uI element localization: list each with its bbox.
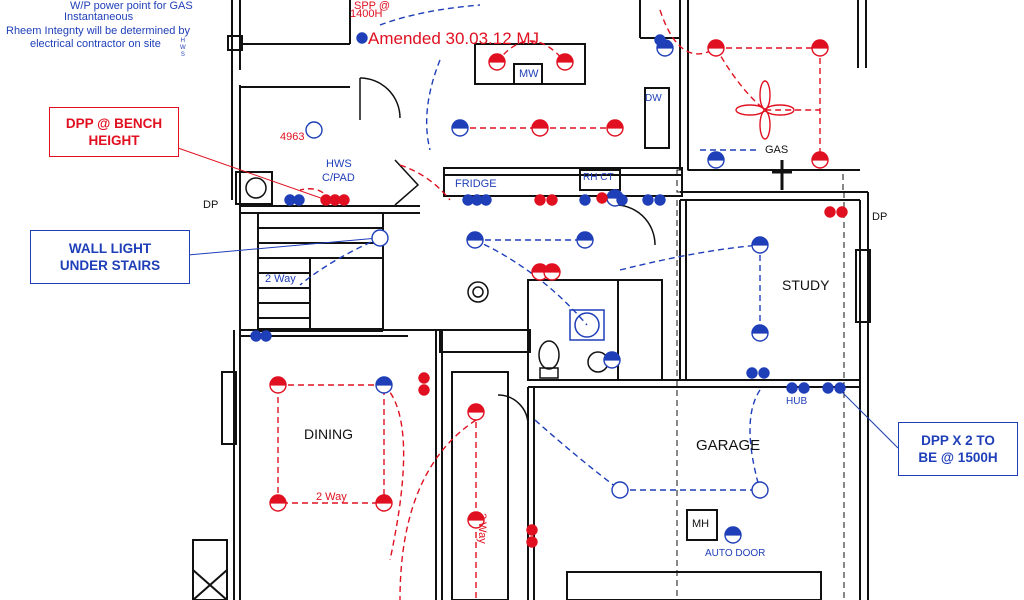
callout-wall-light: WALL LIGHT UNDER STAIRS [30,230,190,284]
light-point [611,481,629,499]
light-point [811,39,829,57]
light-point [834,382,846,394]
room-study: STUDY [782,277,830,293]
light-point [480,194,492,206]
light-point [466,231,484,249]
light-point [543,263,561,281]
light-point [836,206,848,218]
light-point [418,384,430,396]
note-instantaneous: Instantaneous [64,11,134,23]
gas-marker [772,160,792,190]
light-point [606,119,624,137]
label-gas: GAS [765,144,789,156]
door-swings [359,77,656,426]
light-point [556,53,574,71]
ceiling-fan-symbol [735,80,795,140]
callout-dpp-x2-text: DPP X 2 TO BE @ 1500H [918,433,998,465]
light-point [451,119,469,137]
label-auto-door: AUTO DOOR [705,548,766,559]
light-point [746,367,758,379]
light-point [250,330,262,342]
light-point [371,229,389,247]
light-point [811,151,829,169]
light-points [250,32,848,548]
wiring-red [277,9,821,600]
light-point [338,194,350,206]
label-rh-ct: RH CT [583,172,614,183]
note-wp-power: W/P power point for GAS [70,0,193,12]
callout-dpp-bench: DPP @ BENCH HEIGHT [49,107,179,157]
light-point [488,53,506,71]
light-point [260,330,272,342]
callout-dpp-bench-text: DPP @ BENCH HEIGHT [65,116,163,148]
light-point [579,194,591,206]
light-point [375,494,393,512]
light-point [654,34,666,46]
label-hub: HUB [786,396,808,407]
callout-leaders [177,147,899,449]
note-wp-power-line1: W/P power point for GAS [70,0,193,12]
label-dp-right: DP [872,211,888,223]
light-point [603,351,621,369]
callout-wall-light-text: WALL LIGHT UNDER STAIRS [59,241,161,273]
light-point [356,32,368,44]
label-4963: 4963 [280,131,305,143]
light-point [751,481,769,499]
dashed-guides [676,169,845,600]
light-point [824,206,836,218]
note-rheem-line2: electrical contractor on site [30,38,161,50]
light-point [375,376,393,394]
light-point [293,194,305,206]
light-point [616,194,628,206]
light-point [707,39,725,57]
light-point [526,536,538,548]
light-point [534,194,546,206]
light-point [467,511,485,529]
label-two-way-vertical: 2 Way [476,513,488,544]
room-dining: DINING [304,426,353,442]
light-point [467,403,485,421]
label-two-way-dining: 2 Way [316,491,347,503]
light-point [724,526,742,544]
light-point [269,494,287,512]
light-point [751,324,769,342]
light-point [596,192,608,204]
note-spp-line2: 1400H [350,8,383,20]
light-point [305,121,323,139]
light-point [654,194,666,206]
label-hws: HWS [326,158,352,170]
label-dp-left: DP [203,199,219,211]
light-point [751,236,769,254]
light-point [798,382,810,394]
note-rheem-line1: Rheem Integnty will be determined by [6,25,191,37]
light-point [707,151,725,169]
note-spp-line1: SPP @ [354,0,391,12]
label-two-way-stairs: 2 Way [265,273,296,285]
note-hws-small: H W S [180,38,186,58]
light-point [822,382,834,394]
amended-note: Amended 30.03.12 MJ [368,29,540,48]
light-point [758,367,770,379]
light-point [576,231,594,249]
room-garage: GARAGE [696,437,761,454]
label-mh: MH [692,518,710,530]
label-mw: MW [519,68,539,80]
label-cpad: C/PAD [322,172,355,184]
fixtures [245,177,609,379]
light-point [546,194,558,206]
callout-dpp-x2: DPP X 2 TO BE @ 1500H [898,422,1018,476]
light-point [269,376,287,394]
label-dw: DW [645,93,662,104]
walls [192,0,871,600]
light-point [526,524,538,536]
light-point [786,382,798,394]
label-fridge: FRIDGE [455,178,497,190]
light-point [418,372,430,384]
light-point [531,119,549,137]
wiring-blue [299,4,761,491]
light-point [642,194,654,206]
